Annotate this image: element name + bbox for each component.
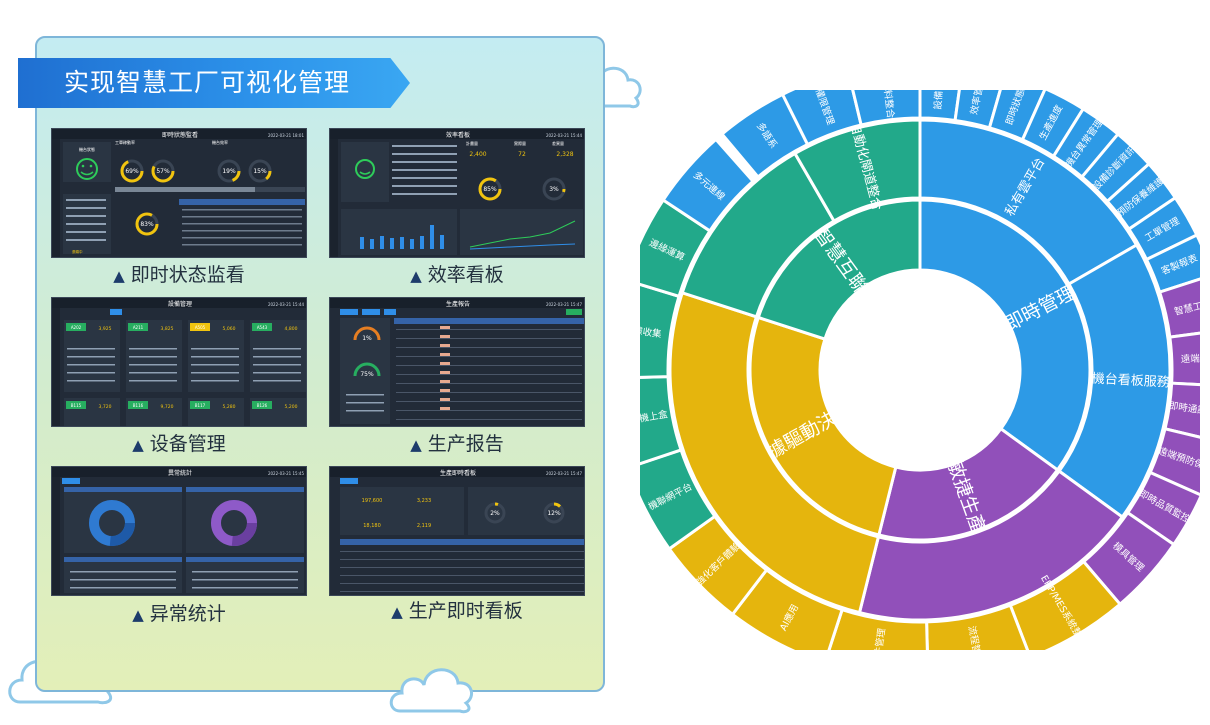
- machine-value: 5,200: [285, 404, 298, 410]
- caption-live-production-board: ▲ 生产即时看板: [329, 598, 585, 624]
- thumb-label: 工單稼動率: [115, 139, 135, 145]
- thumb-label: 實際量: [514, 140, 526, 146]
- gauge-value: 19%: [222, 168, 236, 175]
- thumbnail-equipment-management: 設備管理 2022-03-21 15:44 A202 A211 A505 A54…: [51, 297, 307, 427]
- sunburst-middle-segment: [792, 118, 922, 224]
- machine-value: 3,925: [99, 326, 112, 332]
- page-title: 实现智慧工厂可视化管理: [64, 68, 351, 97]
- kpi-value: 3,233: [417, 498, 431, 504]
- triangle-up-icon: ▲: [391, 603, 403, 621]
- triangle-up-icon: ▲: [113, 267, 125, 285]
- machine-id: A505: [195, 325, 206, 330]
- sunburst-middle-segment: [668, 290, 881, 615]
- thumb-header: 即時狀態監看: [162, 131, 198, 139]
- gauge-value: 15%: [253, 168, 267, 175]
- gauge-value: 75%: [360, 371, 374, 378]
- gauge-value: 1%: [362, 335, 372, 342]
- sunburst-outer-segment: [661, 137, 756, 233]
- sunburst-outer-label: 設備管理: [932, 90, 947, 110]
- thumb-label: 張碩中: [72, 249, 83, 254]
- caption-text: 即时状态监看: [130, 264, 245, 286]
- gauge-value: 3%: [549, 186, 559, 193]
- thumb-header: 設備管理: [168, 300, 192, 308]
- sunburst-inner-segment: [748, 315, 898, 537]
- cloud-icon: [389, 668, 474, 714]
- thumbnail-live-production-board: 生產即時看板 2022-03-21 15:47 197,600 3,233 18…: [329, 466, 585, 596]
- machine-value: 3,720: [99, 404, 112, 410]
- sunburst-outer-label: 遠端監管: [1181, 352, 1200, 365]
- machine-value: 4,800: [285, 326, 298, 332]
- thumb-label: 機台效率: [212, 139, 228, 145]
- caption-text: 异常统计: [149, 603, 226, 625]
- machine-id: B117: [195, 403, 206, 408]
- thumb-date: 2022-03-21 15:47: [546, 471, 583, 476]
- machine-id: A211: [133, 325, 144, 330]
- thumb-date: 2022-03-21 15:45: [268, 471, 305, 476]
- kpi-value: 2,119: [417, 523, 431, 529]
- triangle-up-icon: ▲: [132, 606, 144, 624]
- gauge-value: 69%: [125, 168, 139, 175]
- kpi-value: 72: [518, 151, 526, 158]
- kpi-value: 2,400: [469, 151, 486, 158]
- gauge-value: 83%: [140, 221, 154, 228]
- caption-status-monitor: ▲ 即时状态监看: [51, 262, 307, 288]
- thumbnail-production-report: 生產報告 2022-03-21 15:47 1% 75%: [329, 297, 585, 427]
- kpi-value: 197,600: [362, 498, 383, 504]
- thumb-label: 差異量: [552, 140, 564, 146]
- gauge-value: 57%: [156, 168, 170, 175]
- thumb-header: 生產報告: [446, 300, 470, 308]
- thumbnail-efficiency-board: 效率看板 2022-03-21 15:44 計畫量 2,400 實際量 72 差…: [329, 128, 585, 258]
- machine-id: B116: [133, 403, 144, 408]
- thumbnail-anomaly-statistics: 異常統計 2022-03-21 15:45: [51, 466, 307, 596]
- title-banner: 实现智慧工厂可视化管理: [18, 58, 410, 108]
- thumb-label: 機台狀態: [79, 146, 95, 152]
- machine-value: 9,720: [161, 404, 174, 410]
- thumb-label: 計畫量: [466, 140, 478, 146]
- machine-id: A543: [257, 325, 268, 330]
- kpi-value: 2,328: [556, 151, 573, 158]
- caption-text: 效率看板: [427, 264, 504, 286]
- caption-equipment-management: ▲ 设备管理: [51, 431, 307, 457]
- machine-id: A202: [71, 325, 82, 330]
- caption-text: 生产报告: [427, 433, 504, 455]
- gauge-value: 2%: [490, 510, 500, 517]
- gauge-value: 12%: [547, 510, 561, 517]
- caption-text: 生产即时看板: [408, 600, 523, 622]
- machine-id: B126: [257, 403, 268, 408]
- machine-id: B115: [71, 403, 82, 408]
- thumb-header: 生產即時看板: [440, 469, 476, 477]
- machine-value: 3,825: [161, 326, 174, 332]
- sunburst-inner-segment: [756, 198, 922, 341]
- thumbnail-status-monitor: 即時狀態監看 2022-03-21 18:01 機台狀態 工單稼動率 機台效率 …: [51, 128, 307, 258]
- caption-anomaly-statistics: ▲ 异常统计: [51, 601, 307, 627]
- triangle-up-icon: ▲: [410, 436, 422, 454]
- thumb-date: 2022-03-21 15:44: [546, 133, 583, 138]
- triangle-up-icon: ▲: [132, 436, 144, 454]
- thumb-header: 效率看板: [446, 131, 470, 139]
- machine-value: 5,060: [223, 326, 236, 332]
- caption-text: 设备管理: [149, 433, 226, 455]
- thumb-date: 2022-03-21 15:44: [268, 302, 305, 307]
- caption-efficiency-board: ▲ 效率看板: [329, 262, 585, 288]
- thumb-date: 2022-03-21 15:47: [546, 302, 583, 307]
- kpi-value: 18,180: [363, 523, 381, 529]
- thumb-date: 2022-03-21 18:01: [268, 133, 305, 138]
- caption-production-report: ▲ 生产报告: [329, 431, 585, 457]
- thumb-header: 異常統計: [168, 469, 192, 477]
- triangle-up-icon: ▲: [410, 267, 422, 285]
- sunburst-middle-label: 機台看板服務: [1091, 371, 1170, 391]
- gauge-value: 85%: [483, 186, 497, 193]
- sunburst-inner-segment: [918, 198, 1092, 473]
- feature-sunburst: 即時管理敏捷生產數據驅動決策智慧互聯私有雲平台機台看板服務自動化閘道整合多語系權…: [640, 90, 1200, 650]
- machine-value: 5,280: [223, 404, 236, 410]
